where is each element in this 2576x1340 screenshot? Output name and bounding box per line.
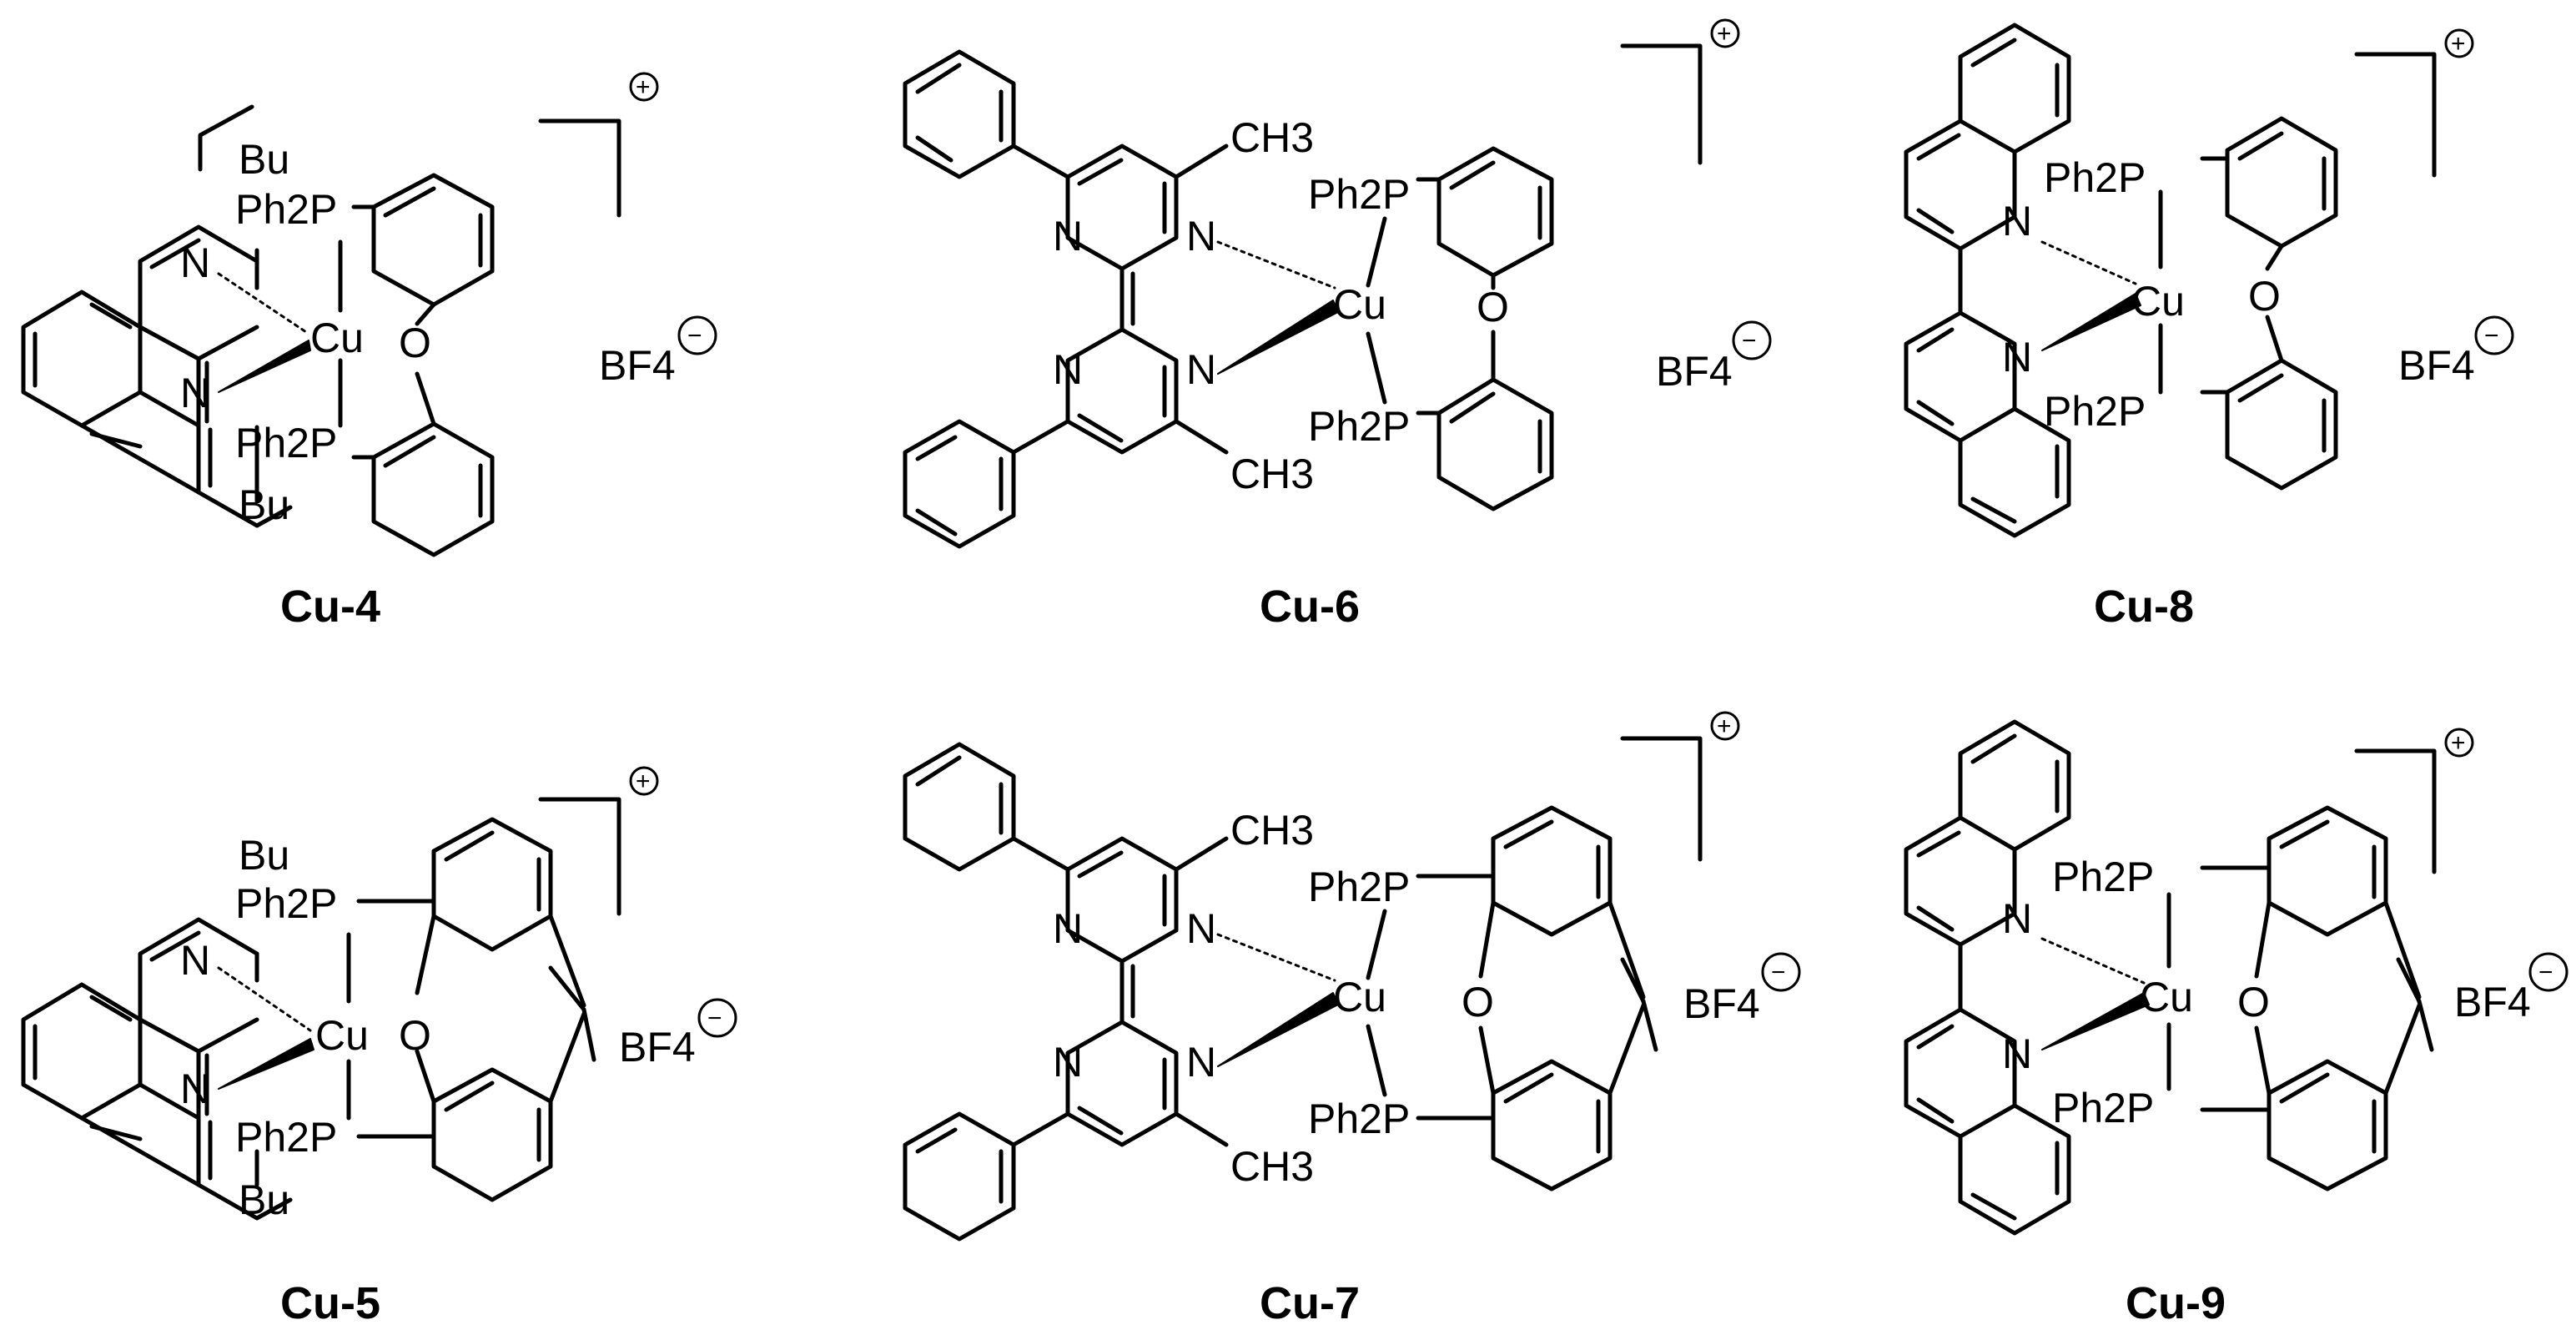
methyl-label-bottom: CH3 [1230, 1143, 1314, 1190]
compound-cu5: Bu N N Bu Cu Ph2P Ph2P O + BF4 − Cu-5 [21, 766, 737, 1328]
compound-name-cu4: Cu-4 [280, 582, 380, 632]
anion-charge-sign: − [2538, 959, 2553, 986]
ether-oxygen-label: O [2237, 979, 2270, 1025]
compound-cu8: N N Cu Ph2P Ph2P O + BF4 − Cu-8 [1904, 23, 2514, 632]
nitrogen-label-1: N [1186, 213, 1216, 259]
ring-nitrogen-2: N [1053, 346, 1083, 393]
phenanthroline-ligand [21, 104, 293, 528]
phosphine-label-bottom: Ph2P [2044, 388, 2146, 435]
cation-charge-sign: + [636, 768, 651, 795]
copper-label: Cu [1333, 974, 1386, 1020]
cation-charge-sign: + [636, 73, 651, 101]
compound-cu7: CH3 CH3 N N N N Cu Ph2P Ph2P O + BF4 − [903, 711, 1801, 1328]
phosphine-label-top: Ph2P [2052, 854, 2154, 900]
nitrogen-label-1: N [2002, 895, 2032, 942]
nitrogen-label-2: N [180, 1065, 210, 1112]
compound-name-cu5: Cu-5 [280, 1278, 380, 1328]
tetrafluoroborate-label: BF4 [2398, 342, 2475, 389]
methyl-label-top: CH3 [1230, 807, 1314, 854]
nitrogen-label-1: N [180, 937, 210, 984]
phosphine-label-bottom: Ph2P [235, 420, 337, 466]
tetrafluoroborate-label: BF4 [619, 1024, 696, 1070]
phosphine-label-top: Ph2P [235, 880, 337, 927]
compound-cu4: Bu N N Bu Cu Ph2P Ph2P O + BF4 − Cu-4 [21, 72, 717, 632]
ether-oxygen-label: O [1477, 284, 1509, 330]
compound-cu9: N N Cu Ph2P Ph2P O + BF4 − Cu-9 [1904, 719, 2568, 1328]
tetrafluoroborate-label: BF4 [1683, 980, 1760, 1027]
compound-name-cu6: Cu-6 [1260, 582, 1360, 632]
copper-label: Cu [310, 315, 364, 361]
phosphine-label-bottom: Ph2P [235, 1114, 337, 1161]
ether-oxygen-label: O [399, 1012, 431, 1059]
anion-charge-sign: − [687, 322, 702, 350]
anion-charge-sign: − [1771, 959, 1786, 986]
ring-nitrogen-1: N [1053, 905, 1083, 952]
butyl-label-bottom: Bu [239, 1176, 289, 1223]
compound-cu6: CH3 CH3 N N N N Cu Ph2P Ph2P O + BF4 − C… [903, 18, 1772, 632]
tetrafluoroborate-label: BF4 [2454, 979, 2531, 1025]
nitrogen-label-1: N [180, 239, 210, 286]
nitrogen-label-2: N [2002, 1030, 2032, 1077]
nitrogen-label-1: N [2002, 198, 2032, 244]
phosphine-label-bottom: Ph2P [1308, 403, 1410, 450]
copper-label: Cu [1333, 281, 1386, 328]
ring-nitrogen-2: N [1053, 1039, 1083, 1086]
methyl-label-bottom: CH3 [1230, 451, 1314, 497]
phosphine-label-top: Ph2P [235, 186, 337, 233]
phosphine-label-top: Ph2P [1308, 864, 1410, 910]
compound-name-cu8: Cu-8 [2094, 582, 2194, 632]
cation-charge-sign: + [2451, 30, 2466, 58]
cation-charge-sign: + [1717, 20, 1732, 48]
compound-name-cu9: Cu-9 [2126, 1278, 2226, 1328]
phosphine-label-bottom: Ph2P [2052, 1085, 2154, 1131]
nitrogen-label-2: N [1186, 346, 1216, 393]
butyl-label-top: Bu [239, 136, 289, 183]
nitrogen-label-2: N [180, 370, 210, 416]
phosphine-label-top: Ph2P [2044, 154, 2146, 201]
cation-charge-sign: + [2451, 729, 2466, 757]
ether-oxygen-label: O [399, 320, 431, 366]
phosphine-label-bottom: Ph2P [1308, 1096, 1410, 1142]
methyl-label-top: CH3 [1230, 114, 1314, 161]
cation-charge-sign: + [1717, 713, 1732, 740]
tetrafluoroborate-label: BF4 [1656, 348, 1733, 395]
ring-nitrogen-1: N [1053, 213, 1083, 259]
copper-label: Cu [2140, 974, 2193, 1020]
nitrogen-label-2: N [2002, 334, 2032, 380]
tetrafluoroborate-label: BF4 [599, 342, 676, 389]
compound-name-cu7: Cu-7 [1260, 1278, 1360, 1328]
nitrogen-label-1: N [1186, 905, 1216, 952]
anion-charge-sign: − [2484, 322, 2499, 350]
nitrogen-label-2: N [1186, 1039, 1216, 1086]
butyl-label-bottom: Bu [239, 481, 289, 528]
copper-label: Cu [2131, 278, 2185, 325]
anion-charge-sign: − [707, 1005, 722, 1032]
phosphine-label-top: Ph2P [1308, 171, 1410, 218]
ether-oxygen-label: O [1462, 979, 1494, 1025]
ether-oxygen-label: O [2248, 273, 2281, 320]
anion-charge-sign: − [1742, 327, 1757, 355]
butyl-label-top: Bu [239, 832, 289, 879]
copper-label: Cu [315, 1012, 369, 1059]
